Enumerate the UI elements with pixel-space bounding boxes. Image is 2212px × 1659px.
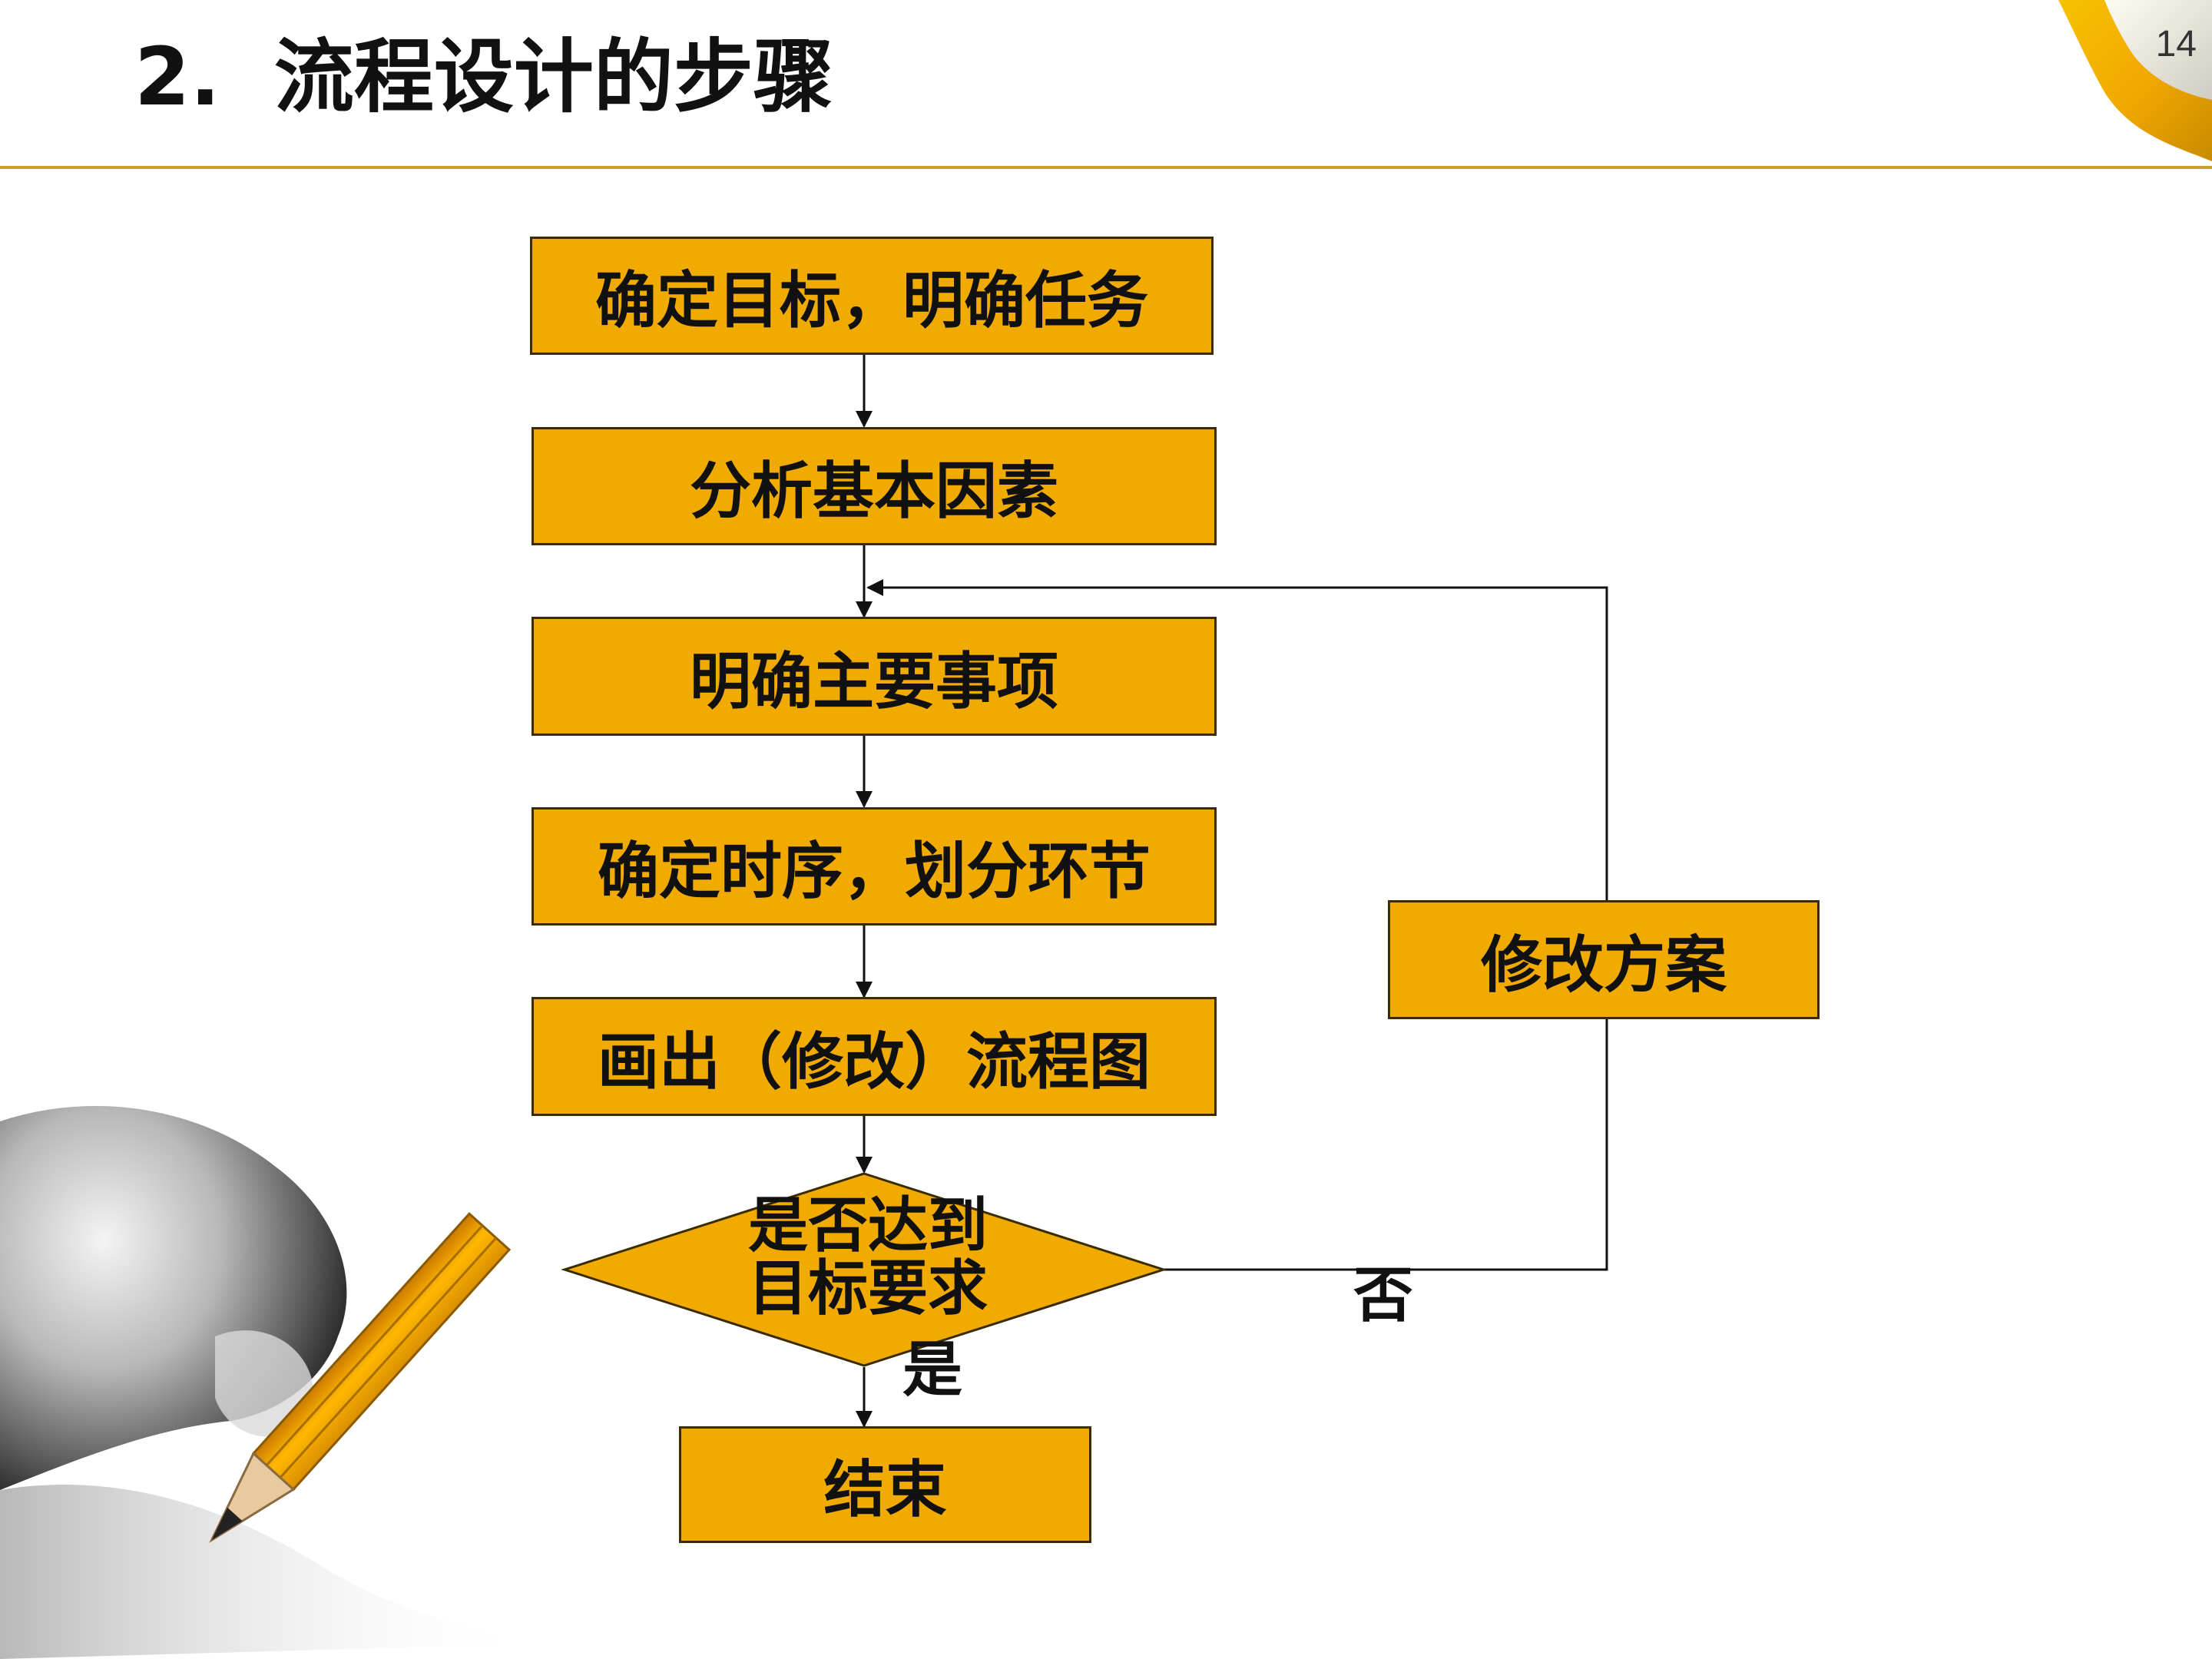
no-label: 否 — [1353, 1266, 1413, 1326]
decision-label: 是否达到 目标要求 — [676, 1194, 1060, 1320]
step-analyze-factors: 分析基本因素 — [531, 427, 1217, 545]
step-define-sequence: 确定时序，划分环节 — [531, 807, 1217, 926]
yes-label: 是 — [902, 1340, 962, 1400]
decision-line-2: 目标要求 — [676, 1257, 1060, 1320]
step-define-goal: 确定目标，明确任务 — [530, 237, 1214, 355]
step-clarify-items: 明确主要事项 — [531, 617, 1217, 736]
step-draw-flowchart: 画出（修改）流程图 — [531, 997, 1217, 1116]
end-box: 结束 — [679, 1426, 1091, 1543]
revise-plan-box: 修改方案 — [1388, 900, 1820, 1019]
no-branch-line — [1164, 1019, 1607, 1270]
decision-line-1: 是否达到 — [676, 1194, 1060, 1257]
